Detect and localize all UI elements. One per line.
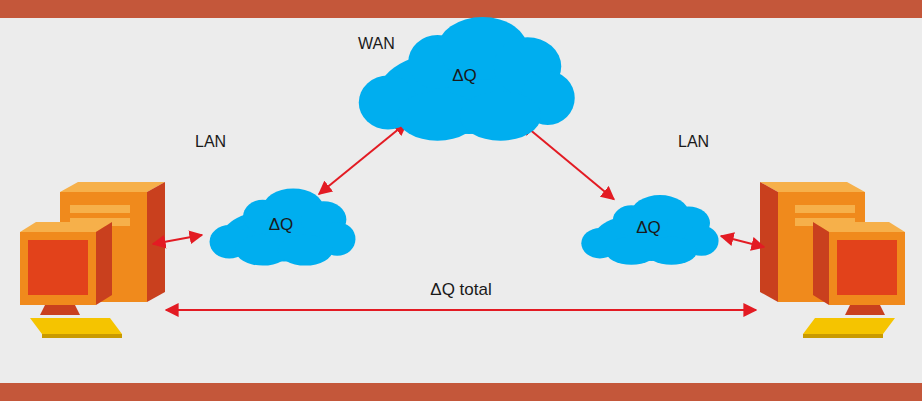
link-arrow bbox=[721, 236, 764, 247]
delay-label: ΔQ bbox=[452, 66, 477, 86]
title-bar bbox=[0, 0, 922, 18]
link-arrow bbox=[153, 235, 202, 244]
network-label: WAN bbox=[358, 35, 395, 53]
network-cloud: WAN ΔQ bbox=[352, 8, 577, 143]
network-cloud: LANΔQ bbox=[205, 183, 357, 267]
network-cloud: LANΔQ bbox=[577, 190, 720, 266]
computer-right bbox=[760, 182, 905, 338]
computer-left bbox=[20, 182, 165, 338]
total-arrow bbox=[166, 309, 756, 311]
link-arrow bbox=[319, 123, 407, 194]
footer-bar bbox=[0, 383, 922, 401]
total-delay-label: ΔQ total bbox=[426, 280, 495, 300]
delay-label: ΔQ bbox=[269, 215, 294, 235]
link-arrow bbox=[522, 123, 614, 199]
delay-label: ΔQ bbox=[636, 218, 661, 238]
network-label: LAN bbox=[678, 133, 709, 151]
network-label: LAN bbox=[195, 133, 226, 151]
